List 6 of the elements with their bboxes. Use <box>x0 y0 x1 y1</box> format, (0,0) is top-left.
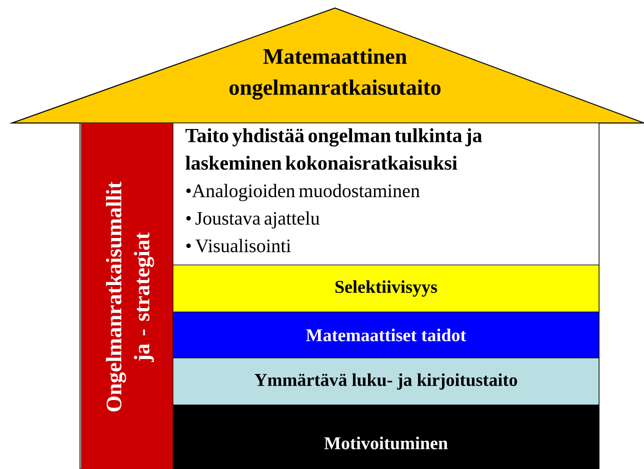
text-panel: Taito yhdistää ongelman tulkinta ja laskeminen kokonaisratkaisuksi •Analogioiden muodostaminen • Joustava ajattelu • Visualisointi <box>172 122 600 266</box>
layer-band: Ymmärtävä luku- ja kirjoitustaito <box>172 358 600 406</box>
layer-band: Matemaattiset taidot <box>172 312 600 358</box>
layer-band: Motivoituminen <box>172 404 600 469</box>
pillar-band: Ongelmanratkaisumallit ja - strategiat <box>81 123 173 469</box>
layer-band: Selektiivisyys <box>172 264 600 312</box>
